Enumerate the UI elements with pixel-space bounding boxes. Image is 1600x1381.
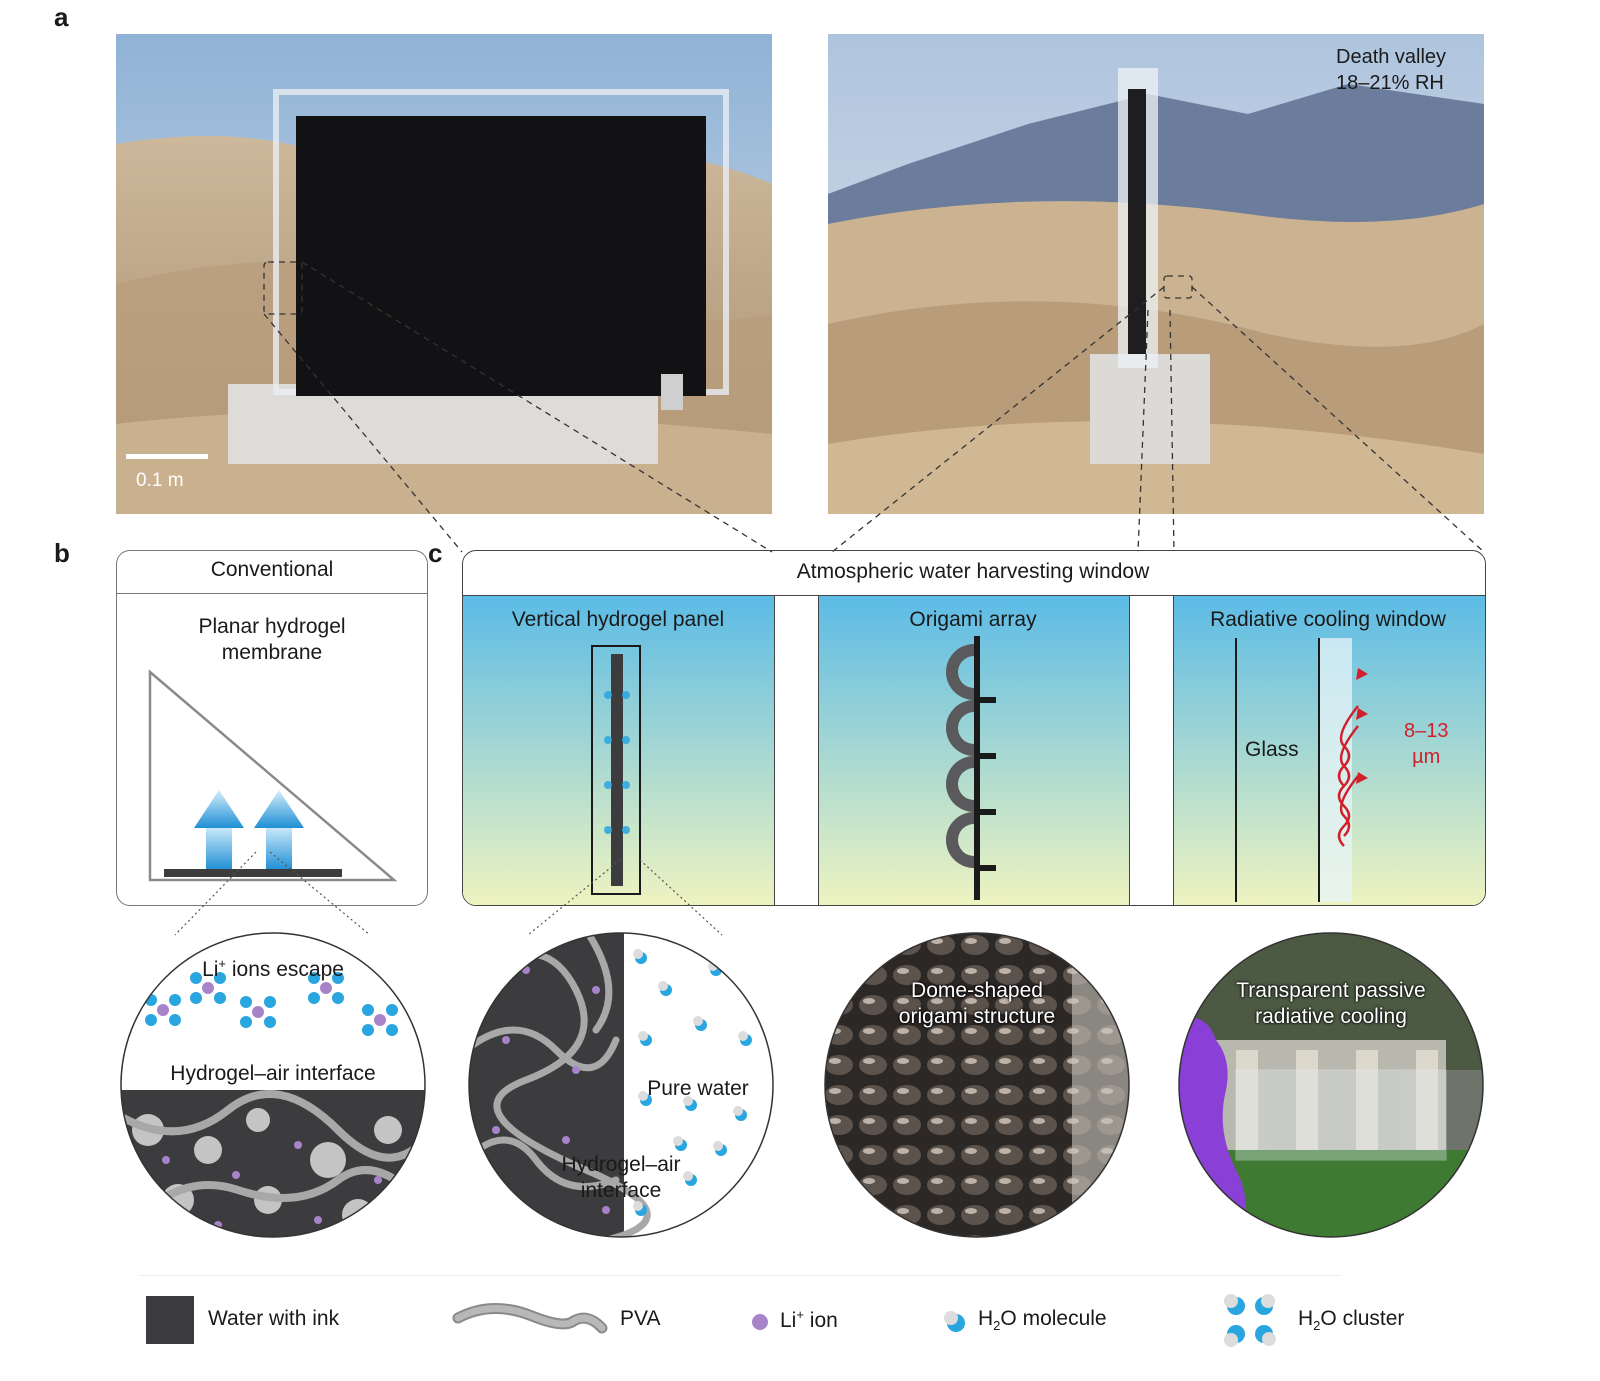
conventional-title-line2: membrane: [221, 641, 323, 664]
pure-water-label: Pure water: [647, 1077, 749, 1100]
legend-h2o-swatch: [944, 1311, 965, 1332]
humidity-label: 18–21% RH: [1336, 72, 1444, 94]
water-molecules: [633, 949, 752, 1216]
origami-structure-label: Dome-shaped origami structure: [898, 979, 1056, 1028]
transparent-film: [1235, 1069, 1447, 1161]
panel-label-a: a: [54, 2, 69, 32]
circle-vertical-interface: [468, 932, 774, 1238]
circle-conventional-interface: [120, 932, 426, 1238]
cooling-title: Radiative cooling window: [1210, 608, 1446, 631]
ion-clusters: [145, 972, 398, 1036]
ions-escape-label: Li+ ions escape: [202, 956, 344, 981]
location-label: Death valley 18–21% RH: [1336, 44, 1446, 96]
evaporating-water: [604, 691, 630, 834]
circle-zoom-connectors: [174, 851, 723, 936]
hydrogel-panel: [611, 654, 623, 886]
panel-label-c: c: [428, 538, 443, 568]
origami-array-diagram: [946, 636, 996, 900]
conventional-divider: [116, 593, 428, 594]
glass-label: Glass: [1245, 738, 1299, 761]
conventional-title: Planar hydrogel membrane: [116, 614, 428, 666]
legend-divider: [140, 1275, 1340, 1276]
zoom-connectors: [263, 261, 1485, 553]
location-name: Death valley: [1336, 46, 1447, 68]
legend-cluster-label: H2O cluster: [1298, 1307, 1405, 1334]
vertical-panel-title: Vertical hydrogel panel: [511, 608, 725, 631]
radiative-cooling-diagram: [1235, 638, 1368, 902]
photo-desert-side: Death valley 18–21% RH: [828, 34, 1484, 514]
harvesting-window-header: Atmospheric water harvesting window: [796, 560, 1150, 583]
wavelength-range: 8–13: [1404, 720, 1449, 742]
legend-li-label: Li+ ion: [780, 1307, 838, 1332]
planar-membrane: [164, 869, 342, 877]
legend-pva-swatch: [452, 1302, 608, 1334]
panel-label-b: b: [54, 538, 70, 568]
triangle-frame: [148, 669, 398, 882]
origami-title: Origami array: [909, 608, 1037, 631]
scale-bar: [126, 454, 208, 459]
conventional-interface-label: Hydrogel–air interface: [170, 1062, 376, 1085]
legend-ink-swatch: [146, 1296, 194, 1344]
conventional-title-line1: Planar hydrogel: [198, 615, 346, 638]
circle-origami-photo: [824, 932, 1130, 1238]
infrared-emission: [1337, 705, 1359, 847]
hydrogel-region: [121, 1090, 425, 1237]
vertical-hydrogel-panel-diagram: [591, 645, 641, 895]
evaporation-arrow-right: [254, 790, 304, 870]
conventional-box: [116, 550, 428, 906]
photo-desert-front: 0.1 m: [116, 34, 772, 514]
cooling-photo-label: Transparent passive radiative cooling: [1236, 979, 1426, 1028]
pva-chains: [469, 933, 651, 1237]
scale-bar-label: 0.1 m: [136, 470, 184, 491]
wavelength-label: 8–13 µm: [1404, 718, 1449, 770]
legend-h2o-label: H2O molecule: [978, 1307, 1107, 1334]
legend-pva-label: PVA: [620, 1307, 661, 1330]
circle-cooling-photo: [1178, 932, 1484, 1238]
legend-cluster-swatch: [1224, 1294, 1276, 1347]
evaporation-arrow-left: [194, 790, 244, 870]
vertical-interface-label: Hydrogel–air interface: [561, 1153, 681, 1202]
wavelength-unit: µm: [1412, 746, 1441, 768]
pva-chains: [121, 1090, 425, 1234]
planar-membrane-diagram: [148, 669, 398, 882]
conventional-header: Conventional: [210, 558, 334, 581]
legend-li-swatch: [752, 1314, 768, 1330]
legend-ink-label: Water with ink: [208, 1307, 340, 1330]
